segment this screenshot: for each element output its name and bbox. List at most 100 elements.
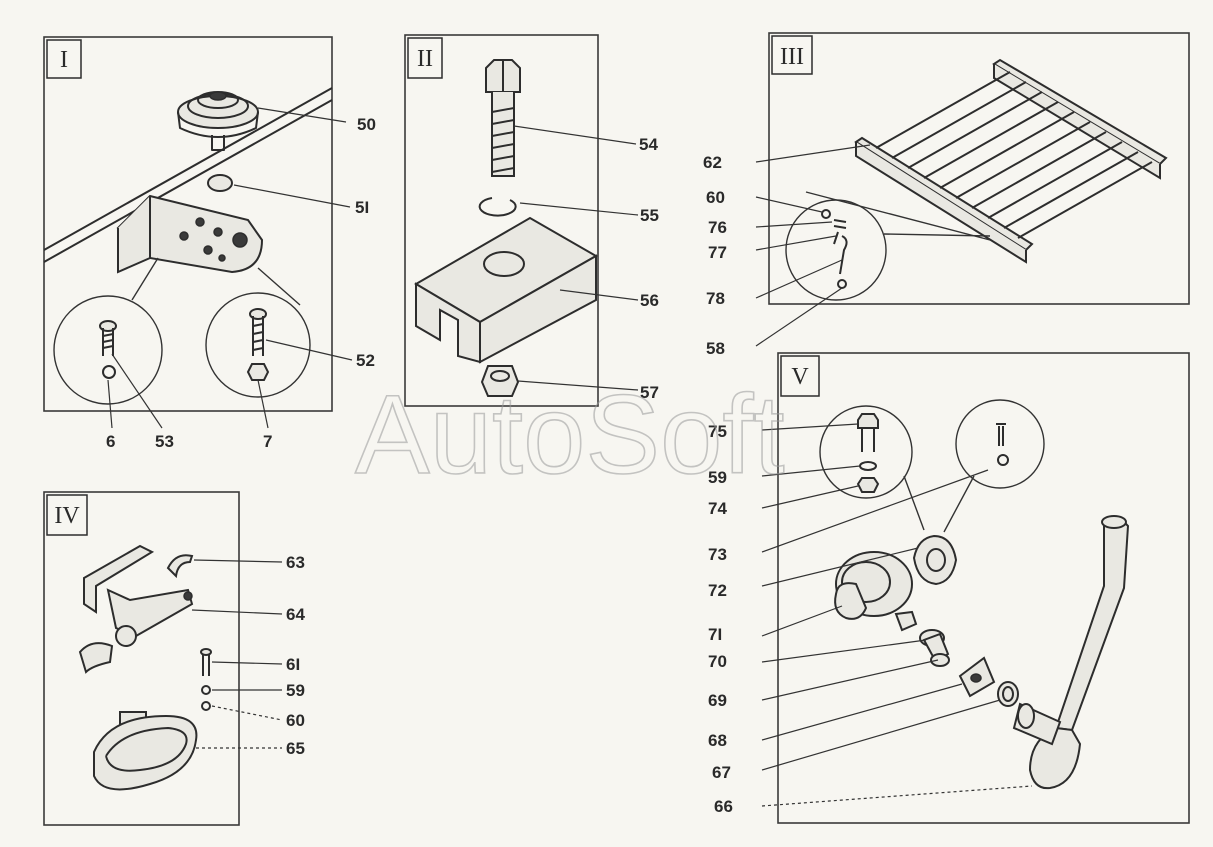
callout-60-IV: 60 [286, 711, 305, 730]
nut-57-hole [490, 370, 510, 382]
panel-I-frame [43, 36, 333, 412]
panel-V: V [708, 352, 1190, 824]
panel-V-label-box [780, 355, 820, 397]
screw-61 [200, 648, 212, 676]
callout-66: 66 [714, 797, 733, 816]
callout-74: 74 [708, 499, 727, 518]
bolt-right [996, 423, 1006, 446]
washer-59-V [859, 461, 877, 471]
panel-II-label-box [407, 37, 443, 79]
pin-70 [919, 629, 950, 667]
callout-72: 72 [708, 581, 727, 600]
panel-IV-frame [43, 491, 240, 826]
panel-IV-label-box [46, 494, 88, 536]
zoom-line-III-b [883, 233, 991, 237]
ring-55 [478, 197, 517, 217]
panel-III-frame [768, 32, 1190, 305]
zoom-circle-V-left [819, 405, 913, 499]
clip-63 [166, 554, 194, 579]
callout-63: 63 [286, 553, 305, 572]
callout-70: 70 [708, 652, 727, 671]
panel-I-label-box [46, 39, 82, 79]
callout-77: 77 [708, 243, 727, 262]
callout-64: 64 [286, 605, 305, 624]
panel-III-label-box [771, 35, 813, 75]
nut-7 [246, 363, 270, 381]
panel-IV: IV 63 64 6I 59 [43, 491, 305, 826]
washer-60-IV [201, 701, 211, 711]
callout-75: 75 [708, 422, 727, 441]
hook-78 [839, 235, 848, 275]
washer-6 [102, 365, 116, 379]
gasket-72 [912, 534, 958, 586]
callout-76: 76 [708, 218, 727, 237]
bolt-54 [485, 59, 521, 177]
panel-I-wall-edge [43, 87, 333, 251]
screw-52 [249, 308, 267, 356]
callout-55: 55 [640, 206, 659, 225]
callout-60-III: 60 [706, 188, 725, 207]
panel-IV-numeral: IV [54, 503, 80, 529]
panel-III-numeral: III [780, 44, 804, 70]
zoom-circle-V-right [955, 399, 1045, 489]
zoom-circle-right [205, 292, 311, 398]
panel-II: II 54 55 56 57 [404, 34, 659, 407]
zoom-line-V-a [903, 475, 925, 531]
zoom-circle-III [785, 199, 887, 301]
callout-67: 67 [712, 763, 731, 782]
callout-59-V: 59 [708, 468, 727, 487]
plate-69-hole [970, 673, 982, 683]
callout-62: 62 [703, 153, 722, 172]
callout-51: 5I [355, 198, 369, 217]
panel-II-frame [404, 34, 599, 407]
handle-66 [1012, 515, 1130, 790]
nut-74 [856, 477, 880, 493]
callout-7: 7 [263, 432, 272, 451]
callout-54: 54 [639, 135, 658, 154]
callout-56: 56 [640, 291, 659, 310]
panel-V-numeral: V [791, 364, 809, 390]
callout-73: 73 [708, 545, 727, 564]
zoom-line-right [257, 267, 301, 306]
callout-53: 53 [155, 432, 174, 451]
knob-50 [177, 91, 259, 151]
panel-I-numeral: I [60, 47, 68, 73]
callout-69: 69 [708, 691, 727, 710]
callout-78: 78 [706, 289, 725, 308]
bracket [116, 194, 264, 274]
bracket-64 [78, 544, 194, 674]
pin-77 [833, 231, 839, 245]
panel-I: I [43, 36, 376, 451]
washer-51 [207, 174, 233, 192]
bolt-75 [857, 413, 879, 452]
callout-61: 6I [286, 655, 300, 674]
panel-V-frame [777, 352, 1190, 824]
panel-III: III [703, 32, 1190, 358]
pin-76 [833, 219, 847, 229]
watermark: AutoSoft [355, 372, 785, 497]
zoom-line-V-b [943, 475, 975, 533]
housing-71 [834, 551, 918, 632]
washer-58 [837, 279, 847, 289]
block-56 [414, 216, 599, 364]
callout-57: 57 [640, 383, 659, 402]
callout-6: 6 [106, 432, 115, 451]
callout-59-IV: 59 [286, 681, 305, 700]
washer-right [997, 454, 1009, 466]
grille-62 [854, 58, 1168, 264]
zoom-circle-left [53, 295, 163, 405]
zoom-line-left [131, 257, 159, 301]
panel-II-numeral: II [417, 46, 433, 72]
callout-58: 58 [706, 339, 725, 358]
screw-53 [99, 320, 117, 356]
washer-59-IV [201, 685, 211, 695]
panel-I-wall-edge-2 [43, 99, 333, 263]
callout-65: 65 [286, 739, 305, 758]
washer-60 [821, 209, 831, 219]
callout-52: 52 [356, 351, 375, 370]
bush-67 [997, 681, 1019, 707]
ashtray-65 [93, 711, 198, 791]
callout-50: 50 [357, 115, 376, 134]
callout-68: 68 [708, 731, 727, 750]
